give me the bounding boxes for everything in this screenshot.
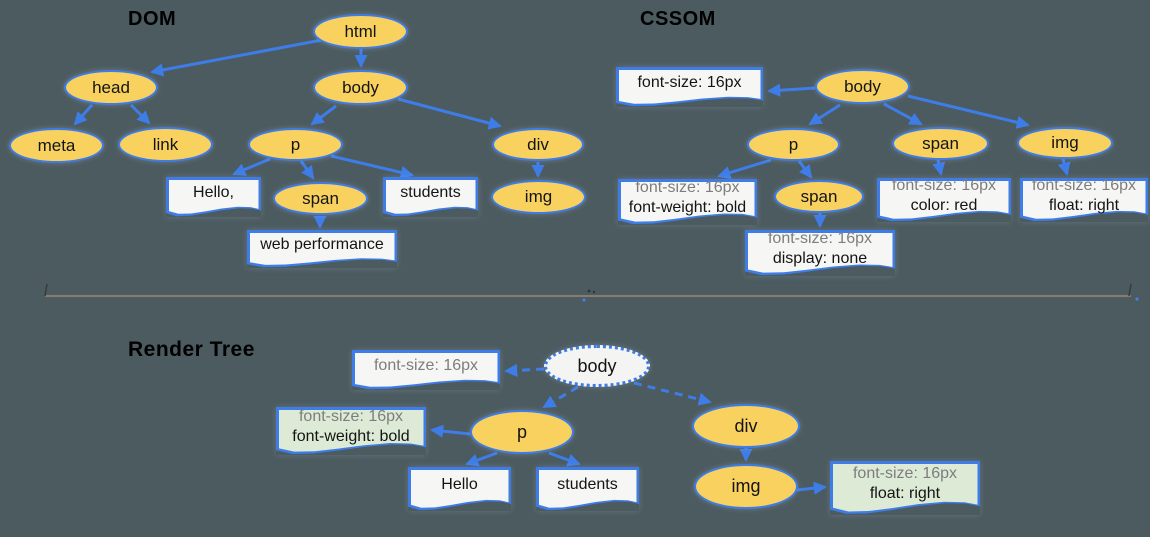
dom-node-img: img xyxy=(491,180,586,214)
dom-node-div: div xyxy=(492,128,584,161)
edge-render-body-div xyxy=(633,381,712,406)
edge-render-p-students xyxy=(548,451,581,467)
render-rule-p: font-size: 16px font-weight: bold xyxy=(276,407,426,455)
divider-left-tick xyxy=(44,283,48,297)
cssom-rule-span: font-size: 16px color: red xyxy=(877,177,1011,222)
render-node-div: div xyxy=(692,404,800,448)
edge-render-img-rule xyxy=(796,481,827,495)
render-node-p: p xyxy=(470,410,574,454)
render-node-body: body xyxy=(544,345,650,387)
edge-render-body-p xyxy=(542,385,579,409)
render-textnode-students: students xyxy=(536,467,639,511)
cssom-node-span: span xyxy=(892,127,989,160)
render-tree-section-label: Render Tree xyxy=(128,338,255,361)
edge-cssom-p-spanchild xyxy=(797,160,813,179)
render-rule-img: font-size: 16px float: right xyxy=(830,461,980,515)
edge-render-p-rule xyxy=(430,424,471,438)
dom-node-html: html xyxy=(313,14,408,49)
edge-dom-body-div xyxy=(397,97,502,130)
edge-dom-html-head xyxy=(150,38,323,77)
edge-render-p-hello xyxy=(465,451,498,467)
edge-dom-p-hello xyxy=(232,157,271,176)
edge-cssom-img-rule xyxy=(1057,158,1071,176)
divider-middle-mark xyxy=(592,290,596,294)
cssom-section-label: CSSOM xyxy=(640,8,716,30)
edge-dom-p-students xyxy=(330,154,414,179)
cssom-rule-body: font-size: 16px xyxy=(616,67,763,107)
divider-right-dot xyxy=(1135,297,1139,301)
dom-node-body: body xyxy=(313,70,408,105)
render-node-img: img xyxy=(694,464,798,509)
render-textnode-hello: Hello xyxy=(408,467,511,511)
edge-cssom-span-rule xyxy=(932,159,946,176)
edge-dom-head-link xyxy=(129,103,151,125)
edge-cssom-body-p xyxy=(808,103,841,126)
edge-cssom-body-img xyxy=(907,94,1030,129)
edge-cssom-p-rule xyxy=(717,158,772,180)
dom-section-label: DOM xyxy=(128,8,177,30)
edge-cssom-body-rule xyxy=(767,83,816,97)
edge-dom-body-p xyxy=(310,104,337,126)
cssom-node-body: body xyxy=(815,69,910,104)
dom-node-link: link xyxy=(118,127,213,162)
edge-render-body-rule xyxy=(504,363,545,378)
edge-cssom-body-span xyxy=(883,102,923,126)
dom-node-meta: meta xyxy=(9,128,104,163)
dom-node-span: span xyxy=(273,182,368,215)
cssom-node-span-child: span xyxy=(774,180,864,213)
edge-dom-head-meta xyxy=(73,103,94,126)
cssom-rule-img: font-size: 16px float: right xyxy=(1020,177,1148,222)
dom-node-head: head xyxy=(64,70,158,105)
cssom-node-img: img xyxy=(1017,127,1113,159)
dom-textnode-hello: Hello, xyxy=(166,177,261,217)
dom-node-p: p xyxy=(248,128,343,161)
cssom-rule-span-child: font-size: 16px display: none xyxy=(745,230,895,276)
divider-middle-mark xyxy=(587,289,591,293)
edge-dom-p-span xyxy=(299,160,315,180)
divider-middle-dot xyxy=(582,298,586,302)
divider-right-tick xyxy=(1128,283,1132,297)
dom-textnode-web-performance: web performance xyxy=(247,230,397,268)
dom-textnode-students: students xyxy=(383,177,478,217)
cssom-rule-p: font-size: 16px font-weight: bold xyxy=(618,179,757,225)
render-rule-body: font-size: 16px xyxy=(352,350,500,390)
cssom-node-p: p xyxy=(747,128,840,161)
